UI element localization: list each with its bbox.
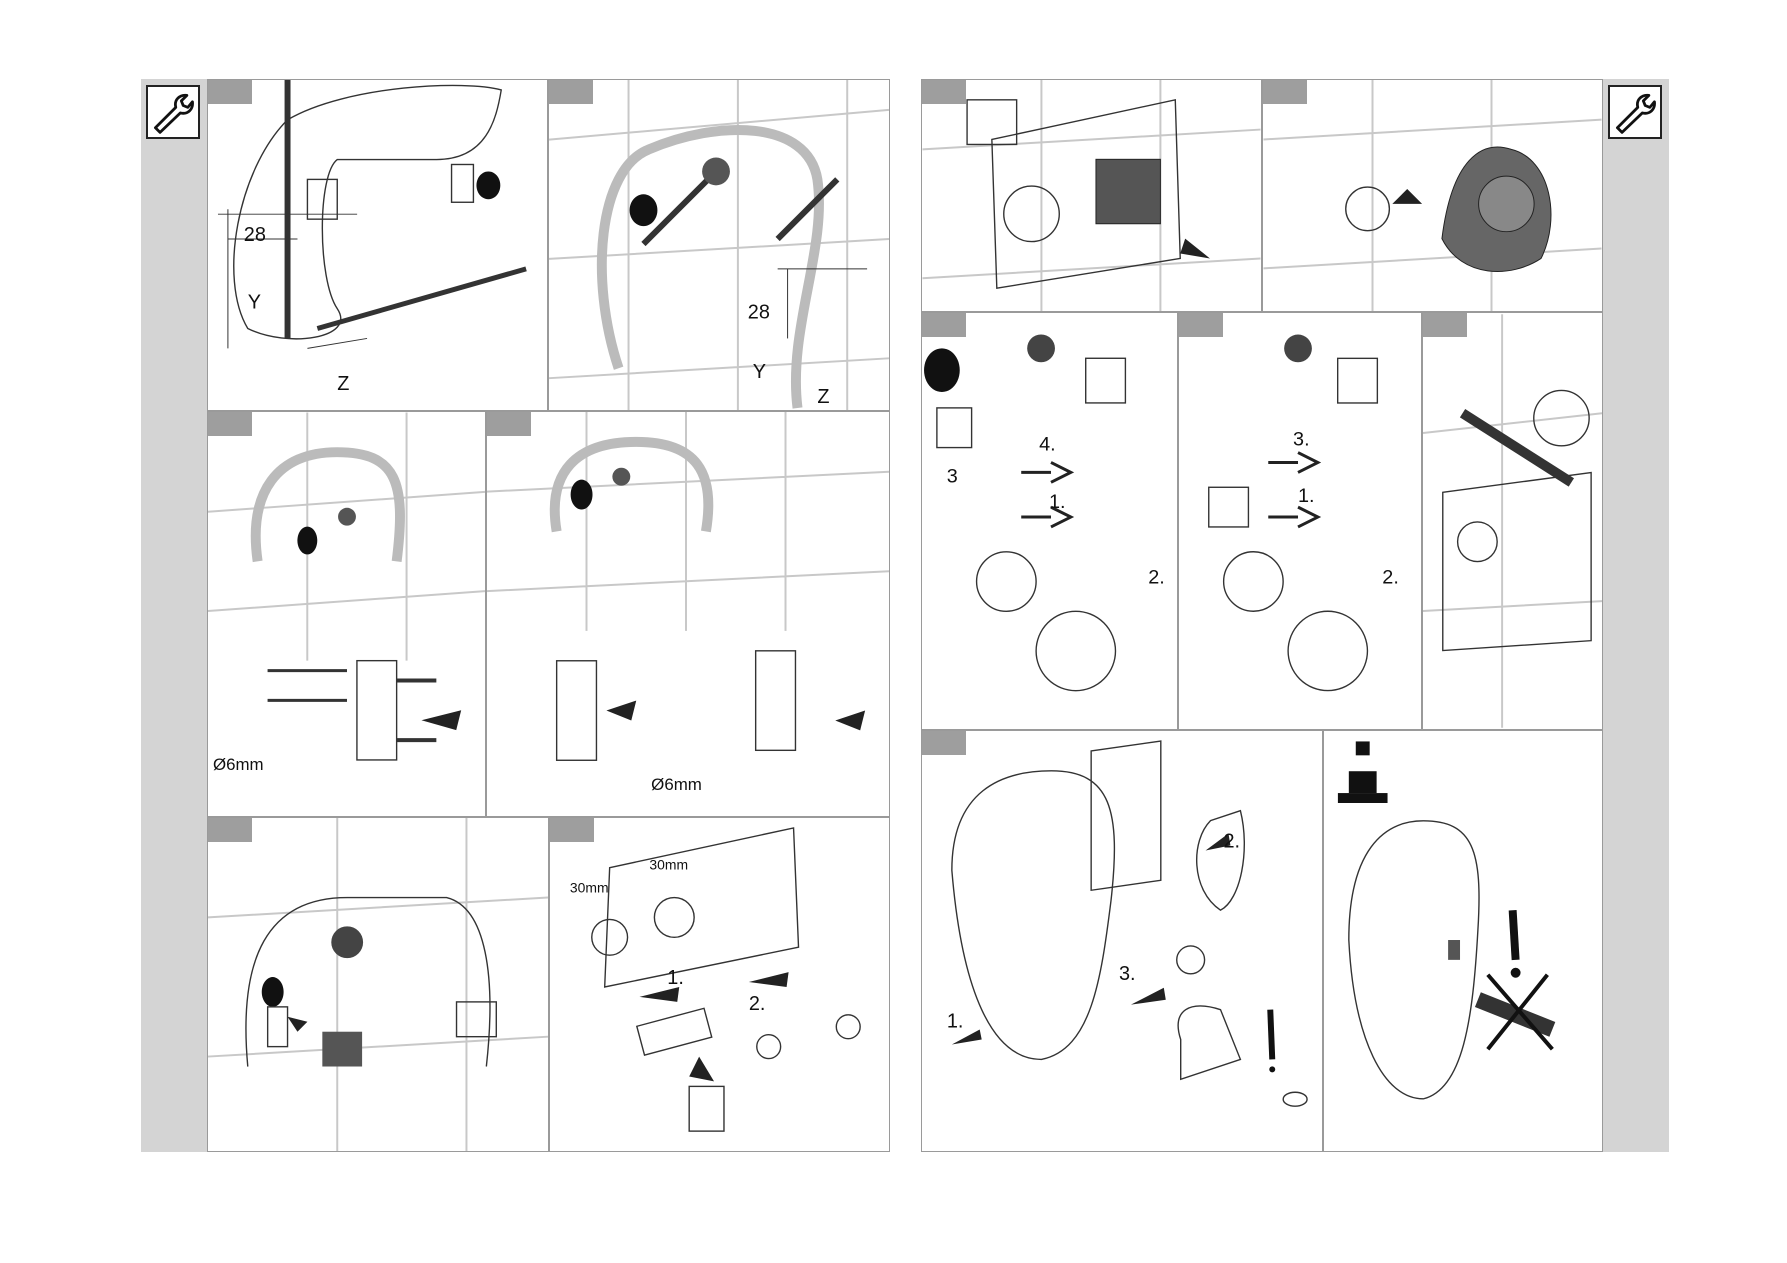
wrench-icon — [1608, 85, 1662, 139]
step-tab — [1423, 313, 1467, 337]
step-2-label: 2. — [1223, 830, 1240, 852]
wrench-icon — [146, 85, 200, 139]
step-panel-seal-cable — [1422, 312, 1603, 730]
dim-30mm-label-b: 30mm — [649, 857, 688, 873]
info-icon — [1337, 741, 1388, 803]
step-tab — [922, 80, 966, 104]
sidebar-left — [141, 79, 207, 1152]
step-tab — [922, 313, 966, 337]
step-tab — [549, 80, 593, 104]
step-tab — [550, 818, 594, 842]
step-3-label: 3. — [1119, 963, 1136, 985]
step-tab — [1179, 313, 1223, 337]
step-1-label: 1. — [947, 1011, 964, 1033]
dim-y-label: Y — [753, 361, 766, 383]
step-panel-remove-pipe: 30mm 30mm 1. 2. — [549, 817, 890, 1152]
step-2-label: 2. — [1382, 566, 1399, 588]
step-panel-mark-holes: 28 Y Z — [548, 79, 890, 411]
step-tab — [1263, 80, 1307, 104]
dim-28-label: 28 — [748, 302, 770, 324]
screwdriver-icon — [1459, 409, 1574, 487]
step-panel-cable-connect: 3. 1. 2. — [1178, 312, 1422, 730]
step-panel-measure-wall: 28 Y Z — [207, 79, 548, 411]
step-tab — [208, 412, 252, 436]
step-panel-mount-module — [207, 817, 549, 1152]
step-tab — [922, 731, 966, 755]
drill-diameter-label: Ø6mm — [651, 775, 702, 794]
step-3-label: 3. — [1293, 429, 1310, 451]
dim-y-label: Y — [248, 292, 261, 314]
step-panel-mount-urinal: 2. 3. 1. — [921, 730, 1323, 1152]
step-panel-insert-siphon — [1262, 79, 1603, 312]
sidebar-right — [1603, 79, 1669, 1152]
step-2-label: 2. — [1148, 567, 1165, 589]
dim-z-label: Z — [817, 386, 829, 408]
drill-diameter-label: Ø6mm — [213, 755, 264, 774]
step-2-label: 2. — [749, 993, 766, 1015]
exclamation-icon — [1508, 909, 1520, 961]
step-panel-drill-right: Ø6mm — [486, 411, 890, 817]
step-1-label: 1. — [1049, 491, 1066, 513]
step-1-label: 1. — [667, 967, 684, 989]
step-tab — [487, 412, 531, 436]
info-panel-no-silicone — [1323, 730, 1603, 1152]
dim-z-label: Z — [337, 373, 349, 395]
step-panel-connect-box — [921, 79, 1262, 312]
step-tab — [208, 818, 252, 842]
dim-30mm-label-a: 30mm — [570, 880, 609, 896]
exclamation-icon — [1267, 1009, 1276, 1060]
step-tab — [208, 80, 252, 104]
step-3-label: 3 — [947, 465, 958, 487]
step-1-label: 1. — [1298, 485, 1315, 507]
step-panel-drill-left: Ø6mm — [207, 411, 486, 817]
step-panel-cable-connect-bt: 4. 3 1. 2. — [921, 312, 1178, 730]
trash-bin-icon — [688, 1085, 725, 1132]
step-4-label: 4. — [1039, 434, 1056, 456]
dim-28-label: 28 — [244, 224, 266, 246]
eye-icon — [1282, 1091, 1308, 1107]
